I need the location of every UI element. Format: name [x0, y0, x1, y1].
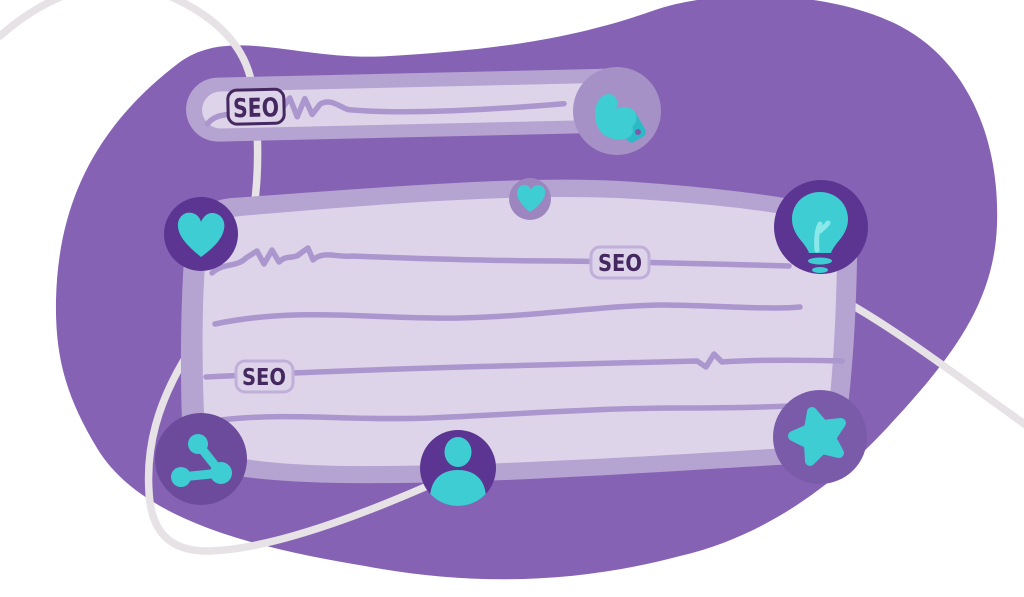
search-bar: SEO: [186, 68, 654, 142]
share-icon: [171, 434, 232, 487]
lightbulb-badge: [774, 180, 868, 274]
text-line-3: [203, 351, 845, 380]
seo-badge-card-left: SEO: [234, 359, 295, 394]
thumbs-up-badge: [573, 67, 661, 155]
seo-badge-card-left-label: SEO: [242, 365, 286, 391]
share-badge-circle: [155, 413, 247, 505]
share-badge: [155, 413, 247, 505]
decorative-string-right: [839, 296, 1024, 429]
thumbs-up-icon: [594, 94, 646, 143]
heart-badge: [164, 197, 238, 271]
content-card-inner: [202, 196, 838, 467]
seo-badge-card-top-label: SEO: [598, 251, 642, 277]
small-heart-badge: [509, 178, 551, 220]
user-badge: [420, 430, 496, 506]
seo-badge-search-label: SEO: [233, 93, 280, 124]
text-line-2: [212, 302, 803, 327]
text-line-4: [218, 401, 840, 423]
star-icon: [788, 407, 846, 466]
user-avatar-icon: [430, 437, 486, 506]
seo-badge-card-left-box: [234, 359, 295, 394]
heart-icon: [177, 212, 225, 257]
seo-badge-card-top-box: [589, 245, 651, 280]
seo-badge-search-box: [226, 87, 286, 126]
seo-badge-search: SEO: [226, 87, 286, 126]
lightbulb-icon: [792, 192, 848, 273]
content-card: SEO SEO: [180, 179, 858, 484]
seo-badge-card-top: SEO: [589, 245, 651, 280]
small-heart-icon: [517, 184, 546, 212]
star-badge: [773, 390, 867, 484]
